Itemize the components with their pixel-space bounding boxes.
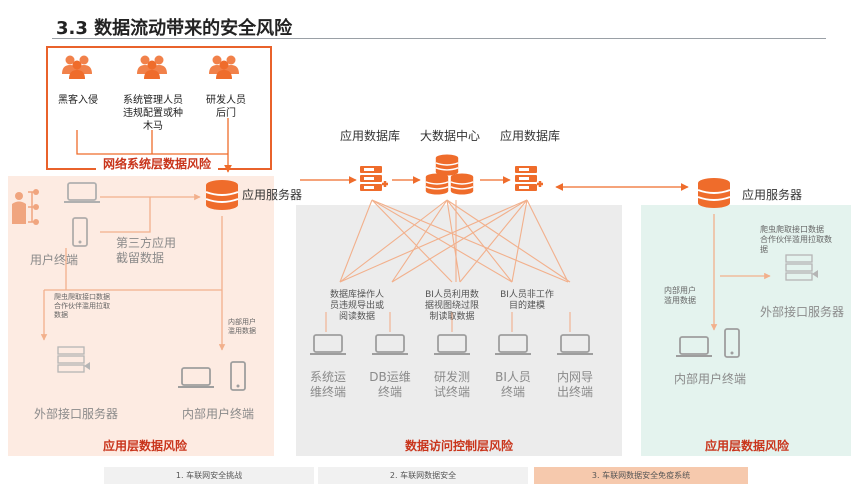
left-app-server-icon (205, 179, 239, 211)
footer-tab-3[interactable]: 3. 车联网数据安全免疫系统 (534, 467, 748, 484)
bi-terminal-label: BI人员终端 (495, 370, 531, 399)
developer-icon (209, 56, 239, 80)
left-internal-note: 内部用户 滥用数据 (228, 318, 256, 335)
center-risk-title: 数据访问控制层风险 (404, 439, 513, 453)
export-terminal-icon (556, 334, 594, 355)
hacker-label: 黑客入侵 (58, 95, 98, 106)
right-internal-terminal-label: 内部用户终端 (673, 372, 746, 386)
center-zone-panel (296, 205, 622, 456)
dev-test-terminal-icon (433, 334, 471, 355)
bigdata-center-icon (425, 153, 474, 196)
export-terminal-label: 内网导出终端 (556, 370, 593, 399)
user-terminal-label: 用户终端 (30, 253, 79, 267)
left-app-db-icon (358, 164, 390, 193)
access-flow-lines (339, 199, 571, 283)
network-risk-title: 网络系统层数据风险 (96, 155, 218, 172)
user-laptop-icon (63, 182, 101, 203)
sysadmin-icon (137, 56, 167, 80)
dev-test-terminal-label: 研发测试终端 (433, 370, 470, 399)
developer-label: 研发人员 后门 (206, 95, 246, 119)
db-ops-terminal-icon (371, 334, 409, 355)
left-internal-phone-icon (230, 361, 246, 391)
title-divider (52, 38, 826, 39)
right-app-server-label: 应用服务器 (742, 188, 803, 202)
footer-tab-2[interactable]: 2. 车联网数据安全 (318, 467, 528, 484)
right-ext-server-label: 外部接口服务器 (759, 305, 844, 319)
left-risk-title: 应用层数据风险 (102, 439, 187, 453)
left-internal-terminal-label: 内部用户终端 (181, 407, 254, 421)
right-internal-phone-icon (724, 328, 740, 358)
left-crawler-note: 爬虫爬取接口数据 合作伙伴滥用拉取 数据 (54, 293, 110, 319)
right-ext-server-icon (785, 254, 819, 281)
risk-note-db-operator: 数据库操作人 员违规导出或 阅读数据 (329, 290, 384, 322)
page-title: 3.3 数据流动带来的安全风险 (56, 18, 293, 39)
left-ext-server-icon (57, 346, 91, 373)
right-app-server-icon (697, 177, 731, 209)
left-ext-server-label: 外部接口服务器 (33, 407, 118, 421)
ops-terminal-label: 系统运维终端 (309, 370, 346, 399)
sysadmin-label: 系统管理人员 违规配置或种 木马 (123, 95, 183, 132)
user-phone-icon (72, 217, 88, 247)
right-zone-panel (641, 205, 851, 456)
users-icon (12, 189, 39, 225)
right-risk-title: 应用层数据风险 (704, 439, 789, 453)
ops-terminal-icon (309, 334, 347, 355)
bigdata-center-label: 大数据中心 (420, 129, 481, 143)
left-app-db-label: 应用数据库 (340, 129, 401, 143)
right-app-db-label: 应用数据库 (500, 129, 561, 143)
right-internal-laptop-icon (675, 336, 713, 357)
risk-note-bi-modeling: BI人员非工作 目的建模 (500, 290, 554, 311)
right-internal-note: 内部用户 滥用数据 (664, 286, 696, 305)
left-app-server-label: 应用服务器 (242, 188, 303, 202)
hacker-icon (62, 56, 92, 80)
right-app-db-icon (513, 164, 545, 193)
third-party-label: 第三方应用 截留数据 (116, 236, 177, 265)
db-ops-terminal-label: DB运维终端 (369, 370, 411, 399)
footer-tab-1[interactable]: 1. 车联网安全挑战 (104, 467, 314, 484)
left-zone-panel (8, 176, 274, 456)
left-internal-laptop-icon (177, 367, 215, 388)
risk-note-bi-view: BI人员利用数 据视图绕过限 制读取数据 (424, 290, 479, 322)
bi-terminal-icon (494, 334, 532, 355)
right-crawler-note: 爬虫爬取接口数据 合作伙伴滥用拉取数 据 (760, 225, 832, 254)
